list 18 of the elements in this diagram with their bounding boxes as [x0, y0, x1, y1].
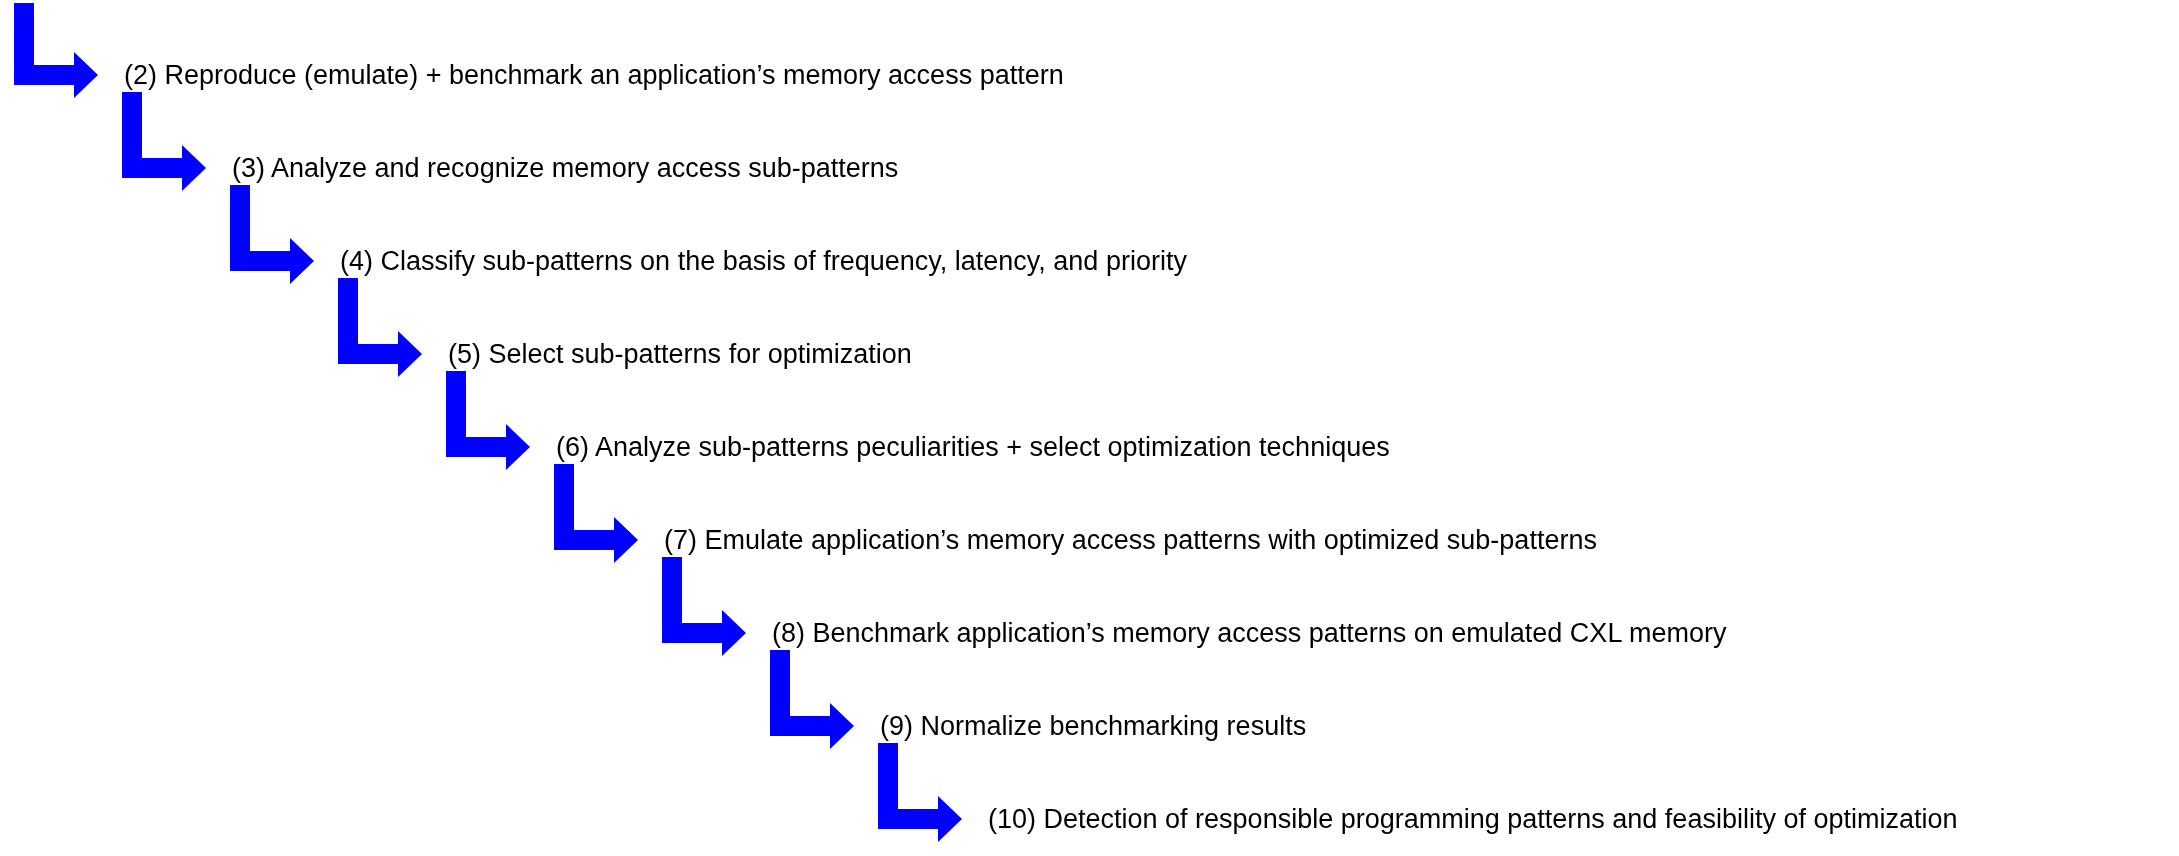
step-text: (9) Normalize benchmarking results	[880, 709, 1307, 743]
step-text: (7) Emulate application’s memory access patterns with optimized sub-patterns	[664, 523, 1597, 557]
elbow-arrow	[878, 743, 962, 842]
elbow-arrow	[446, 371, 530, 470]
step-text: (8) Benchmark application’s memory access patterns on emulated CXL memory	[772, 616, 1727, 650]
elbow-arrow	[122, 92, 206, 191]
step-text: (5) Select sub-patterns for optimization	[448, 337, 912, 371]
elbow-arrow	[770, 650, 854, 749]
elbow-arrow	[230, 185, 314, 284]
step-text: (3) Analyze and recognize memory access sub-patterns	[232, 151, 899, 185]
elbow-arrow	[662, 557, 746, 656]
step-text: (2) Reproduce (emulate) + benchmark an application’s memory access pattern	[124, 58, 1064, 92]
elbow-arrow	[554, 464, 638, 563]
elbow-arrow	[338, 278, 422, 377]
step-text: (10) Detection of responsible programming patterns and feasibility of optimization	[988, 802, 1958, 836]
step-text: (6) Analyze sub-patterns peculiarities + select optimization techniques	[556, 430, 1390, 464]
elbow-arrow	[14, 3, 98, 98]
step-text: (4) Classify sub-patterns on the basis of frequency, latency, and priority	[340, 244, 1187, 278]
